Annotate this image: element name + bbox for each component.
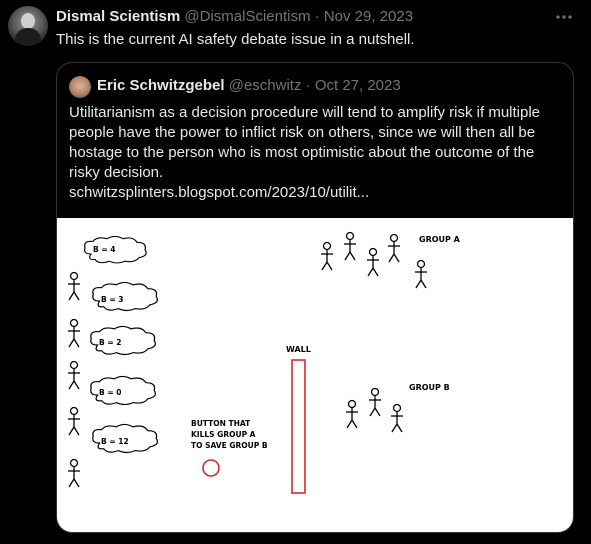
- button-label-line: BUTTON THAT: [191, 419, 251, 428]
- quoted-author-avatar: [69, 76, 91, 98]
- button-label-line: TO SAVE GROUP B: [191, 441, 268, 450]
- quoted-author-handle: @eschwitz: [228, 77, 302, 94]
- group-a-label: GROUP A: [419, 235, 461, 244]
- group-b-label: GROUP B: [409, 383, 450, 392]
- separator-dot: ·: [314, 8, 320, 25]
- stick-figure: [67, 318, 81, 348]
- quoted-tweet-header: Eric Schwitzgebel @eschwitz · Oct 27, 20…: [97, 77, 401, 94]
- stick-figure-group-b: [390, 403, 404, 433]
- stick-figure-group-a: [414, 259, 428, 289]
- stick-figure: [67, 458, 81, 488]
- button-label-line: KILLS GROUP A: [191, 430, 256, 439]
- kill-button-drawing: [202, 459, 220, 477]
- bubble-label: B = 2: [99, 338, 121, 347]
- quoted-separator-dot: ·: [305, 77, 311, 94]
- quoted-tweet-link[interactable]: schwitzsplinters.blogspot.com/2023/10/ut…: [69, 184, 370, 201]
- bubble-label: B = 0: [99, 388, 121, 397]
- stick-figure-group-a: [387, 233, 401, 263]
- wall: [291, 359, 306, 494]
- stick-figure-group-a: [366, 247, 380, 277]
- stick-figure-group-b: [368, 387, 382, 417]
- wall-label: WALL: [286, 345, 311, 354]
- bubble-label: B = 12: [101, 437, 129, 446]
- quoted-tweet-date: Oct 27, 2023: [314, 77, 401, 94]
- bubble-label: B = 4: [93, 245, 115, 254]
- author-handle[interactable]: @DismalScientism: [184, 8, 311, 25]
- tweet-header: Dismal Scientism @DismalScientism · Nov …: [56, 8, 413, 25]
- stick-figure-group-a: [320, 241, 334, 271]
- quoted-author-name: Eric Schwitzgebel: [97, 77, 225, 94]
- more-options-icon[interactable]: [555, 8, 573, 31]
- author-name[interactable]: Dismal Scientism: [56, 8, 181, 25]
- tweet-date[interactable]: Nov 29, 2023: [323, 8, 414, 25]
- stick-figure: [67, 406, 81, 436]
- quoted-tweet[interactable]: Eric Schwitzgebel @eschwitz · Oct 27, 20…: [56, 62, 574, 533]
- stick-figure: [67, 360, 81, 390]
- stick-figure-group-a: [343, 231, 357, 261]
- tweet-text: This is the current AI safety debate iss…: [56, 31, 415, 48]
- quoted-tweet-text: Utilitarianism as a decision procedure w…: [69, 103, 564, 203]
- quoted-tweet-image[interactable]: B = 4 B = 3 B = 2 B = 0 B = 12 GROUP A G…: [57, 218, 573, 532]
- bubble-label: B = 3: [101, 295, 123, 304]
- author-avatar[interactable]: [8, 6, 48, 46]
- stick-figure: [67, 271, 81, 301]
- quoted-tweet-body: Utilitarianism as a decision procedure w…: [69, 104, 541, 181]
- stick-figure-group-b: [345, 399, 359, 429]
